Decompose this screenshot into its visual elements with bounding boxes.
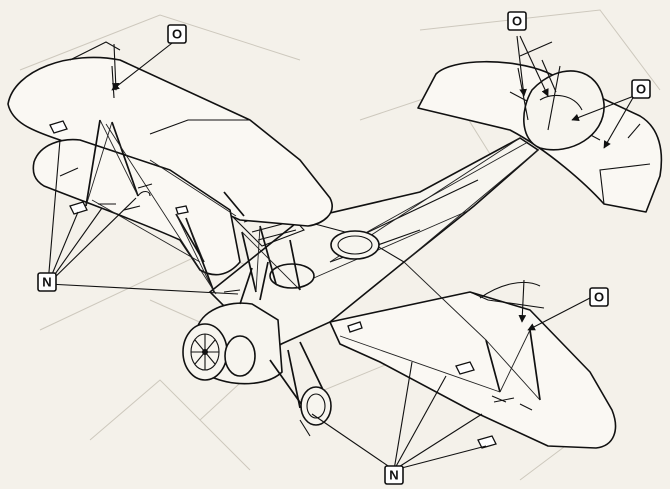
callout-letter: O	[512, 14, 522, 29]
callout-letter: N	[389, 468, 398, 483]
left-struts-and-wires	[85, 119, 245, 295]
callout-n-bottom: N	[384, 465, 404, 485]
leader-lines-n	[47, 139, 487, 471]
callout-letter: O	[172, 27, 182, 42]
callout-letter: N	[42, 275, 51, 290]
leader-lines-o	[111, 35, 635, 331]
right-struts-and-wires	[339, 261, 541, 411]
callout-o-top-left: O	[167, 24, 187, 44]
callout-o-top-right: O	[507, 11, 527, 31]
callout-n-left: N	[37, 272, 57, 292]
cabane-struts	[241, 225, 301, 293]
rigging-fittings	[49, 120, 515, 449]
engine-and-propeller	[182, 261, 283, 385]
upper-wing	[7, 41, 333, 227]
callout-o-tail: O	[631, 79, 651, 99]
callout-letter: O	[636, 82, 646, 97]
fuselage	[208, 137, 540, 351]
callout-letter: O	[594, 290, 604, 305]
callout-o-right-wing: O	[589, 287, 609, 307]
landing-gear	[269, 341, 332, 437]
